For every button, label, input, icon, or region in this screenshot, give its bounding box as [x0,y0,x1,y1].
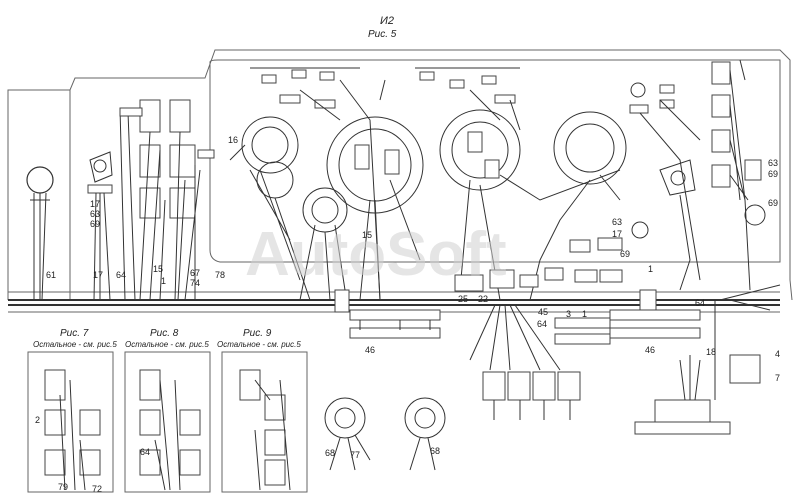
indicator-block-right [629,82,701,281]
callout-1c: 1 [582,309,587,319]
subfig-7-panel [27,351,114,493]
switch-column-right [711,59,766,291]
callout-63c: 63 [768,158,778,168]
callout-15a: 15 [153,264,163,274]
relay-block-center [482,371,581,420]
subfig-8-note: Остальное - см. рис.5 [125,340,209,349]
subfig-7-caption: Рис. 7 [60,328,89,339]
subfig-8-caption: Рис. 8 [150,328,179,339]
callout-22: 22 [478,294,488,304]
callout-1a: 1 [161,276,166,286]
callout-69c: 69 [768,169,778,179]
switch-block-left [119,99,215,301]
callout-46a: 46 [365,345,375,355]
callout-45: 45 [538,307,548,317]
callout-labels: 61 17 63 69 17 64 15 1 67 74 78 16 15 63… [35,135,780,494]
callout-67: 67 [190,268,200,278]
callout-69d: 69 [768,198,778,208]
subfig-7-note: Остальное - см. рис.5 [33,340,117,349]
subfig-9-note: Остальное - см. рис.5 [217,340,301,349]
main-harness-trunk [8,289,780,313]
callout-77: 77 [350,450,360,460]
callout-64d: 64 [140,447,150,457]
subfig-9-panel [221,351,308,493]
callout-68a: 68 [325,448,335,458]
callout-69b: 69 [620,249,630,259]
switch-assembly-left [324,397,371,471]
callout-2: 2 [35,415,40,425]
callout-78: 78 [215,270,225,280]
lamp-left [26,166,54,301]
connector-row-top-left [250,67,381,301]
steering-column-unit [634,284,781,435]
switch-assembly-right [404,397,446,471]
sensor-left [87,151,113,301]
center-connector-cluster [454,221,649,371]
callout-1b: 1 [648,264,653,274]
lower-connectors-right [609,309,701,339]
callout-63b: 63 [612,217,622,227]
figure-caption: Рис. 5 [368,29,397,40]
dashboard-outline [209,59,781,263]
gauge-temp [299,187,348,301]
subfig-8-panel [124,351,211,493]
gauge-fuel [529,111,627,301]
subfig-9-caption: Рис. 9 [243,328,272,339]
callout-46b: 46 [645,345,655,355]
callout-68b: 68 [430,446,440,456]
callout-17b: 17 [93,270,103,280]
callout-74: 74 [190,278,200,288]
lower-connectors-mid [554,317,611,345]
callout-17a: 17 [90,199,100,209]
callout-63a: 63 [90,209,100,219]
callout-25: 25 [458,294,468,304]
callout-64b: 64 [537,319,547,329]
callout-17c: 17 [612,229,622,239]
callout-16: 16 [228,135,238,145]
gauge-oil [229,116,311,301]
callout-72: 72 [92,484,102,494]
callout-79: 79 [58,482,68,492]
callout-4: 4 [775,349,780,359]
callout-18: 18 [706,347,716,357]
sheet-code: И2 [380,15,394,27]
sensor-right [659,159,696,291]
callout-3: 3 [566,309,571,319]
callout-69a: 69 [90,219,100,229]
callout-61: 61 [46,270,56,280]
callout-64a: 64 [116,270,126,280]
callout-7: 7 [775,373,780,383]
watermark: AutoSoft [245,220,507,289]
connector-row-top-right [415,67,521,131]
callout-15b: 15 [362,230,372,240]
callout-64c: 64 [695,298,705,308]
lower-connectors-left [349,309,441,339]
